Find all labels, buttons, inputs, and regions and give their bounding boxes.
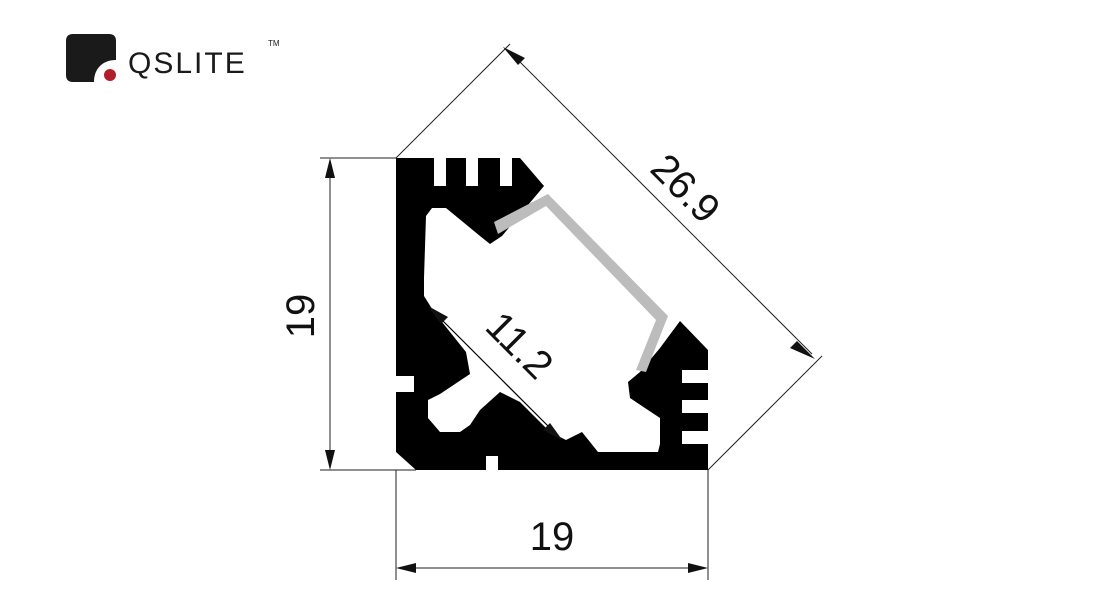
trademark-mark: TM (268, 39, 280, 48)
diffuser-strip (494, 194, 668, 372)
height-label: 19 (279, 294, 323, 339)
diagonal-label: 26.9 (642, 146, 728, 232)
logo-dot (104, 69, 116, 81)
width-label: 19 (530, 515, 575, 559)
brand-logo: QSLITE TM (66, 34, 280, 82)
brand-name: QSLITE (128, 47, 247, 80)
aluminium-profile (396, 158, 708, 470)
height-dimension: 19 (279, 157, 416, 471)
profile-body (396, 158, 708, 470)
width-dimension: 19 (395, 470, 709, 580)
inner-label: 11.2 (477, 304, 561, 388)
logo-mark (66, 34, 116, 82)
